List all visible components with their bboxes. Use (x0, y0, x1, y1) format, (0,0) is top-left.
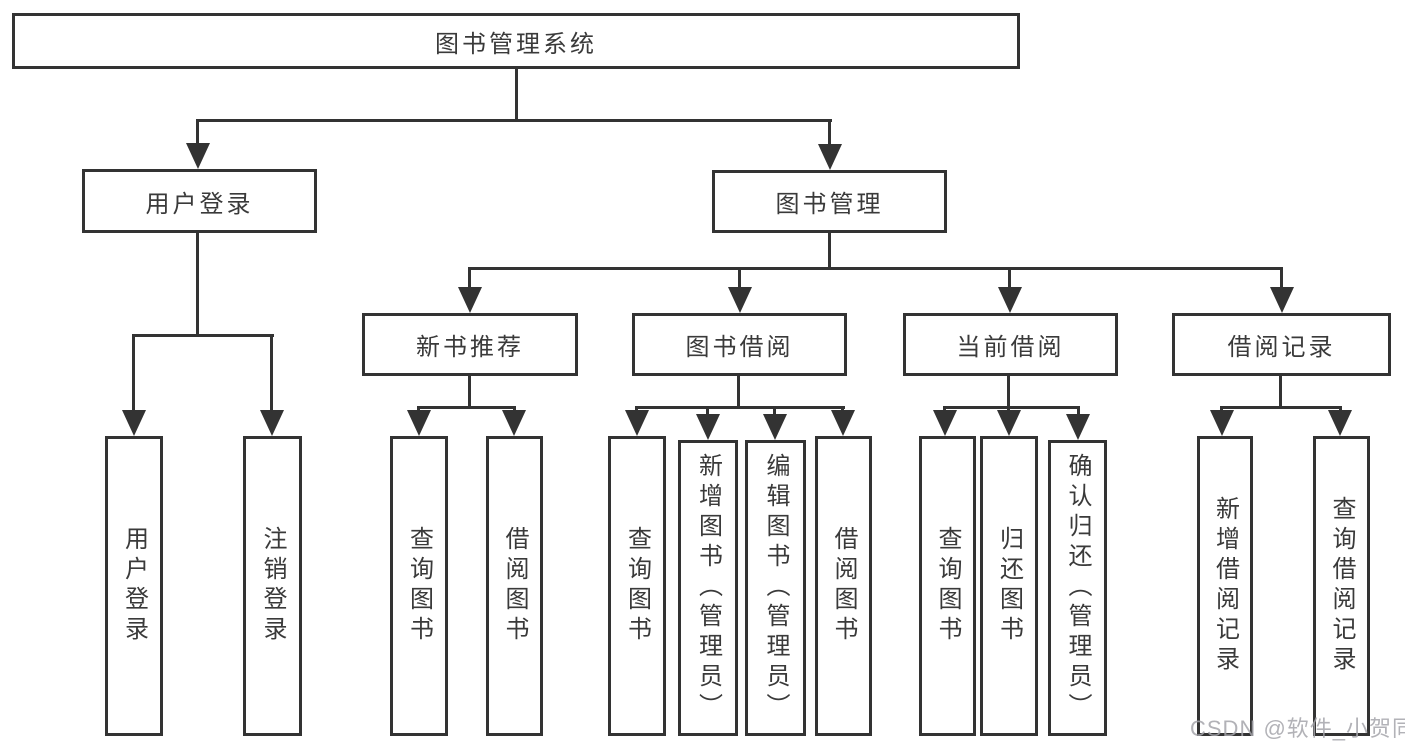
connector-drop-leaf-login (132, 334, 135, 414)
leaf-query-borrow-record: 查询借阅记录 (1313, 436, 1370, 736)
connector-drop-book-mgmt (828, 119, 831, 149)
leaf-query-books-recommend: 查询图书 (390, 436, 448, 736)
connector-user-login-crossbar (132, 334, 274, 337)
connector-root-stem (515, 68, 518, 121)
arrowhead-confirm-return (1066, 414, 1090, 440)
leaf-add-borrow-record: 新增借阅记录 (1197, 436, 1253, 736)
connector-drop-edit-books (773, 406, 776, 418)
leaf-logout: 注销登录 (243, 436, 302, 736)
connector-user-login-stem (196, 233, 199, 337)
arrowhead-to-user-login (186, 143, 210, 169)
connector-current-borrow-stem (1007, 376, 1010, 409)
connector-current-borrow-crossbar (943, 406, 1080, 409)
connector-root-crossbar (196, 119, 832, 122)
arrowhead-add-record (1210, 410, 1234, 436)
node-borrow-records: 借阅记录 (1172, 313, 1391, 376)
arrowhead-to-book-borrow (728, 287, 752, 313)
node-book-management: 图书管理 (712, 170, 947, 233)
arrowhead-query-books-2 (625, 410, 649, 436)
arrowhead-to-leaf-login (122, 410, 146, 436)
arrowhead-to-current-borrow (998, 287, 1022, 313)
connector-drop-confirm-return (1077, 406, 1080, 418)
arrowhead-borrow-books-1 (502, 410, 526, 436)
leaf-edit-books-admin: 编辑图书（管理员） (745, 440, 806, 736)
leaf-borrow-books: 借阅图书 (815, 436, 872, 736)
connector-drop-current-borrow (1008, 267, 1011, 291)
connector-book-borrow-crossbar (635, 406, 845, 409)
connector-drop-new-books (468, 267, 471, 291)
connector-drop-add-books (706, 406, 709, 418)
arrowhead-return-books (997, 410, 1021, 436)
connector-new-books-crossbar (417, 406, 516, 409)
arrowhead-to-new-books (458, 287, 482, 313)
arrowhead-edit-books (763, 414, 787, 440)
leaf-confirm-return-admin: 确认归还（管理员） (1048, 440, 1107, 736)
node-new-book-recommend: 新书推荐 (362, 313, 578, 376)
connector-book-mgmt-crossbar (468, 267, 1282, 270)
arrowhead-to-borrow-records (1270, 287, 1294, 313)
arrowhead-query-books-3 (933, 410, 957, 436)
arrowhead-query-record (1328, 410, 1352, 436)
leaf-return-books: 归还图书 (980, 436, 1038, 736)
connector-drop-borrow-records (1280, 267, 1283, 291)
arrowhead-to-book-mgmt (818, 144, 842, 170)
csdn-watermark: CSDN @软件_小贺同学 (1190, 716, 1405, 741)
connector-new-books-stem (468, 376, 471, 409)
node-user-login: 用户登录 (82, 169, 317, 233)
connector-borrow-records-crossbar (1220, 406, 1342, 409)
connector-book-mgmt-stem (828, 233, 831, 270)
leaf-user-login: 用户登录 (105, 436, 163, 736)
node-root-system: 图书管理系统 (12, 13, 1020, 69)
node-current-borrowing: 当前借阅 (903, 313, 1118, 376)
arrowhead-add-books (696, 414, 720, 440)
connector-borrow-records-stem (1279, 376, 1282, 409)
node-book-borrowing: 图书借阅 (632, 313, 847, 376)
leaf-borrow-books-recommend: 借阅图书 (486, 436, 543, 736)
connector-drop-book-borrow (738, 267, 741, 291)
leaf-query-books-current: 查询图书 (919, 436, 976, 736)
arrowhead-query-books-1 (407, 410, 431, 436)
connector-drop-leaf-logout (270, 334, 273, 414)
connector-drop-user-login (196, 119, 199, 149)
arrowhead-borrow-books-2 (831, 410, 855, 436)
arrowhead-to-leaf-logout (260, 410, 284, 436)
leaf-add-books-admin: 新增图书（管理员） (678, 440, 738, 736)
leaf-query-books-borrow: 查询图书 (608, 436, 666, 736)
connector-book-borrow-stem (737, 376, 740, 409)
